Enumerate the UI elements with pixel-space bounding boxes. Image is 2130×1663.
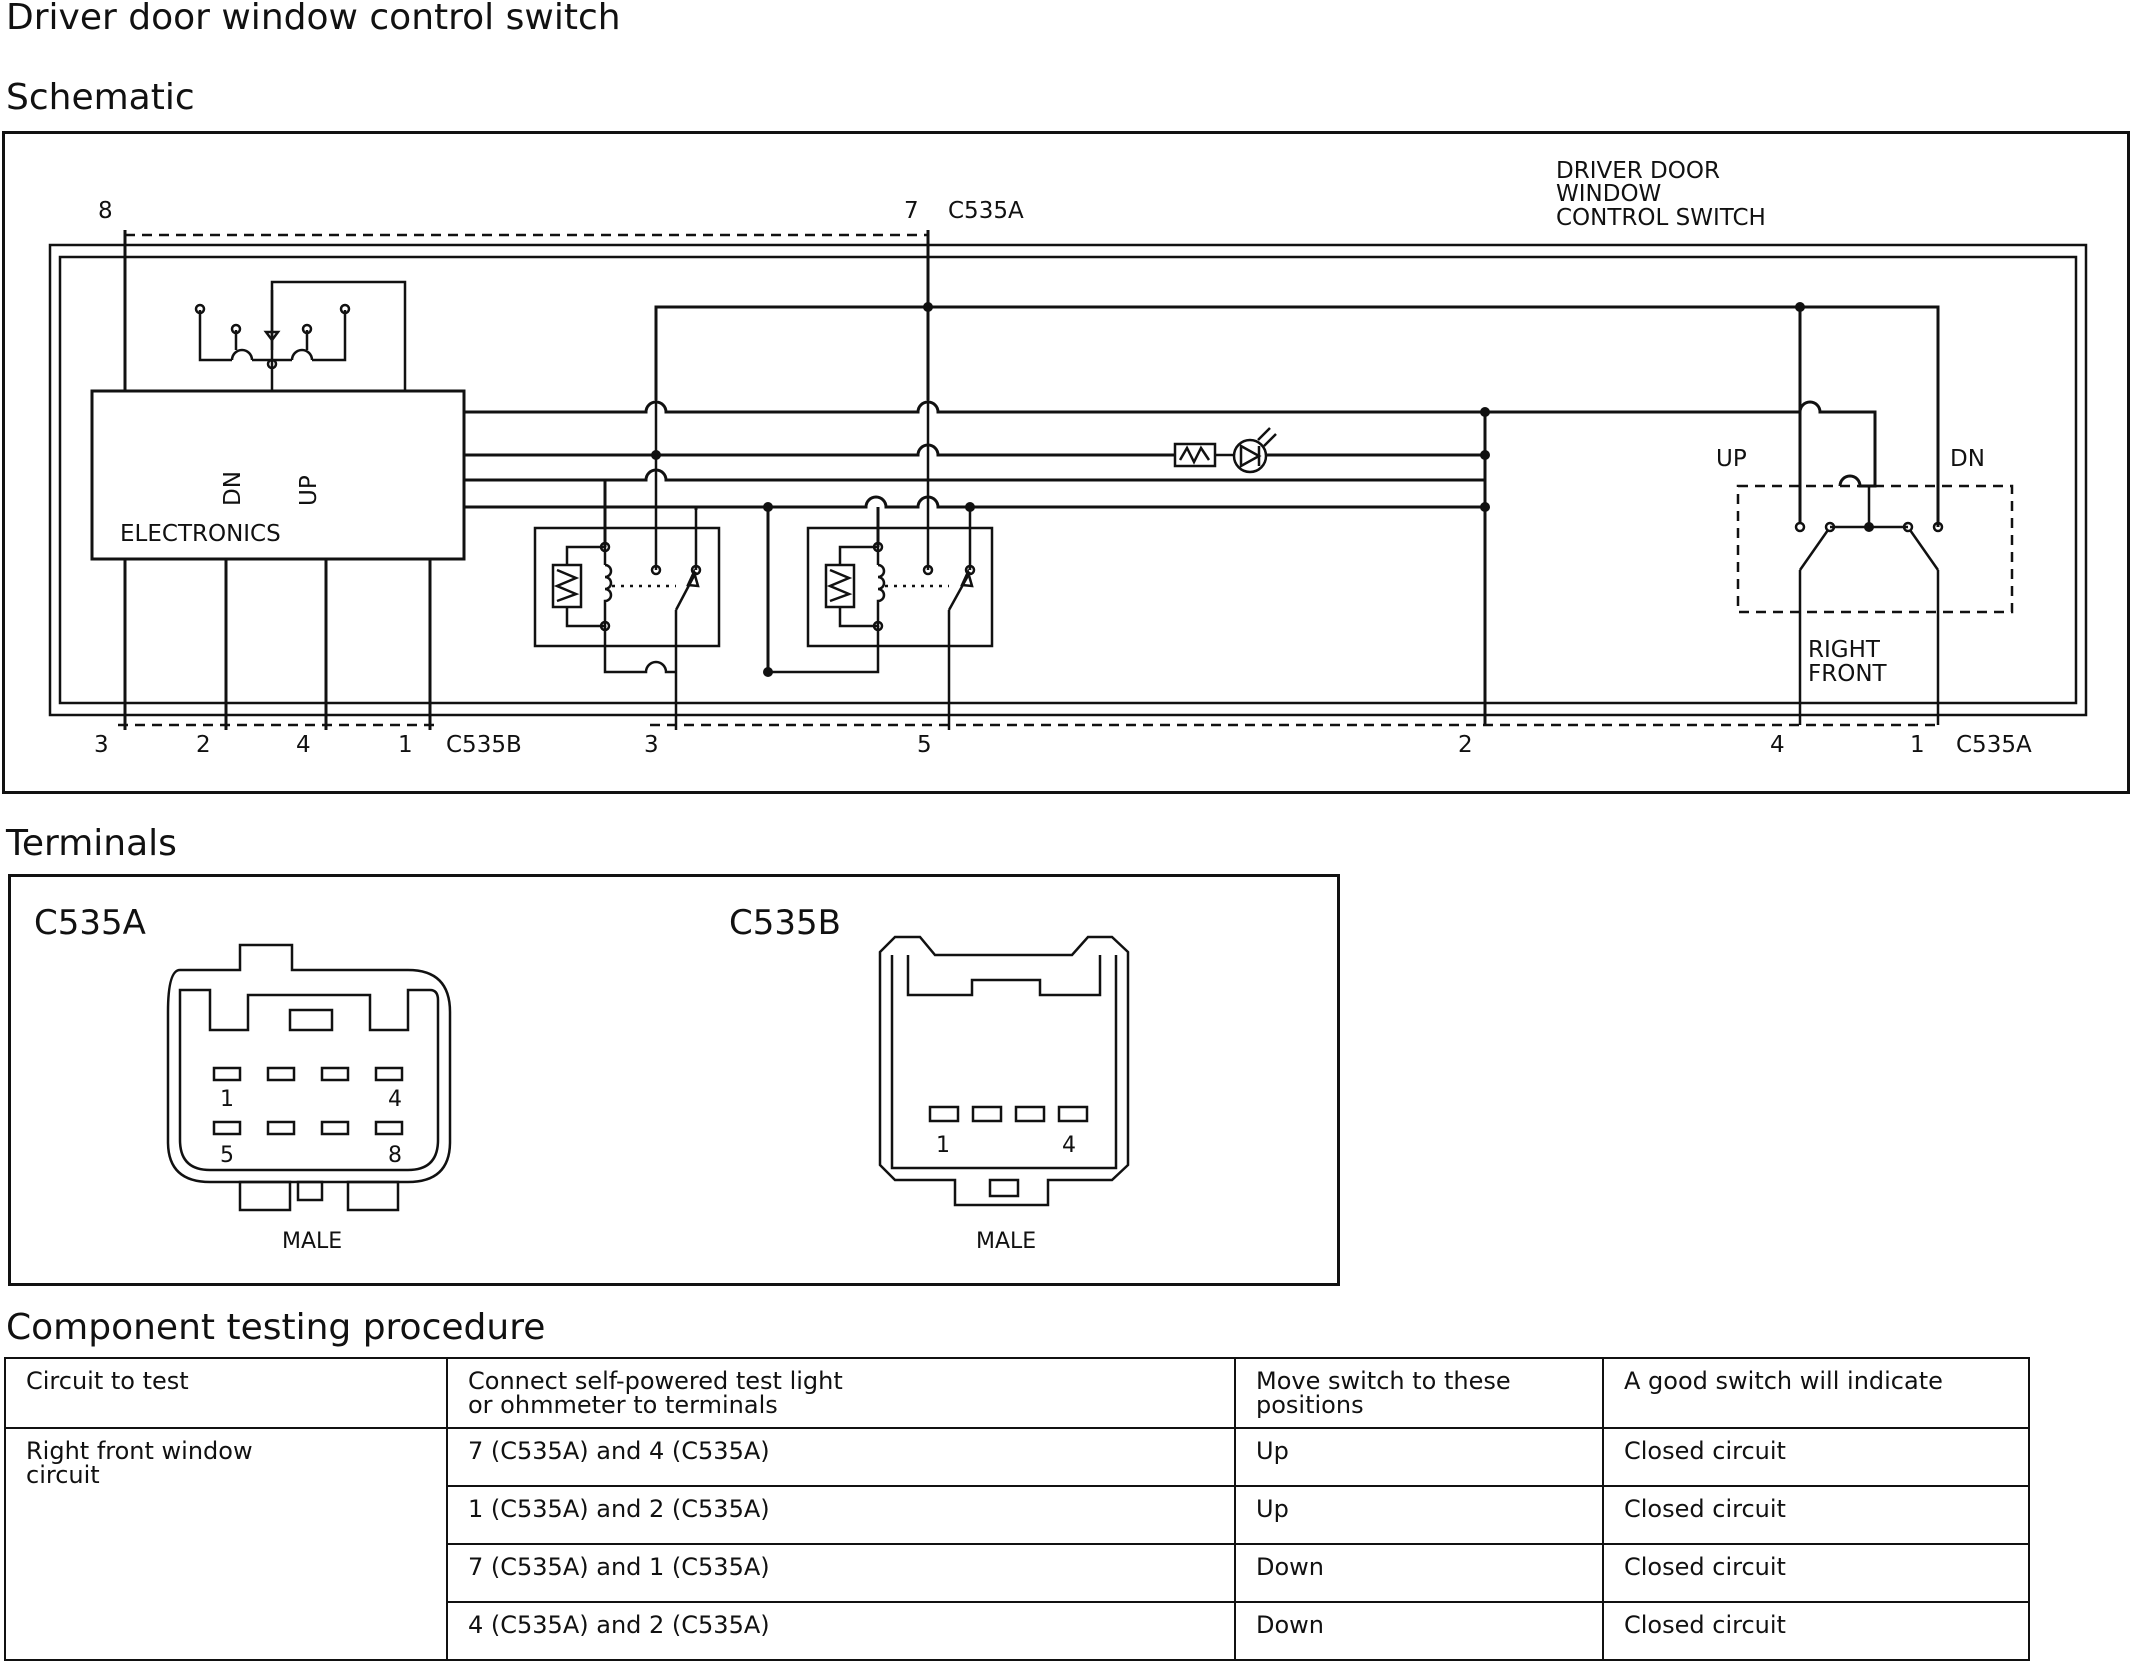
position-cell: Up xyxy=(1234,1485,1604,1545)
a-pin-4: 4 xyxy=(1770,732,1785,758)
right-front-switch-box xyxy=(1736,484,2014,614)
a-pin-1: 1 xyxy=(1910,732,1925,758)
result-cell: Closed circuit xyxy=(1602,1601,2030,1661)
b-pin-3: 3 xyxy=(94,732,109,758)
rf-dn-label: DN xyxy=(1950,446,1985,472)
b-pin-1: 1 xyxy=(398,732,413,758)
position-cell: Down xyxy=(1234,1601,1604,1661)
c535a-pin-5: 5 xyxy=(220,1143,234,1168)
table-row: Right front window circuit 7 (C535A) and… xyxy=(4,1427,2030,1661)
result-cell: Closed circuit xyxy=(1602,1427,2030,1487)
schematic-frame xyxy=(2,131,2130,794)
table-row: 4 (C535A) and 2 (C535A) Down Closed circ… xyxy=(5,1601,2030,1661)
testing-heading: Component testing procedure xyxy=(6,1307,546,1348)
a-connector-label: C535A xyxy=(1956,732,2032,758)
c535a-pin-8: 8 xyxy=(388,1143,402,1168)
c535a-pin-4: 4 xyxy=(388,1087,402,1112)
table-header-row: Circuit to test Connect self-powered tes… xyxy=(4,1357,2030,1429)
table-row: 7 (C535A) and 1 (C535A) Down Closed circ… xyxy=(5,1543,2030,1603)
schematic-heading: Schematic xyxy=(6,77,195,118)
terminals-cell: 7 (C535A) and 1 (C535A) xyxy=(446,1543,1236,1603)
terminals-cell: 7 (C535A) and 4 (C535A) xyxy=(446,1427,1236,1487)
terminals-heading: Terminals xyxy=(6,823,177,864)
c535a-title: C535A xyxy=(34,903,146,943)
b-pin-2: 2 xyxy=(196,732,211,758)
header-terminals: Connect self-powered test light or ohmme… xyxy=(446,1357,1236,1429)
up-label: UP xyxy=(296,475,322,506)
switch-housing-outer xyxy=(48,243,2088,717)
switch-label-2: WINDOW xyxy=(1556,181,1661,207)
terminals-frame xyxy=(8,874,1340,1286)
right-front-label-2: FRONT xyxy=(1808,661,1888,687)
top-connector-label: C535A xyxy=(948,198,1024,224)
b-connector-label: C535B xyxy=(446,732,522,758)
c535b-title: C535B xyxy=(729,903,841,943)
c535b-pin-1: 1 xyxy=(936,1133,950,1158)
position-cell: Up xyxy=(1234,1427,1604,1487)
relay-2 xyxy=(768,400,994,730)
c535b-gender: MALE xyxy=(976,1229,1036,1254)
b-pin-4: 4 xyxy=(296,732,311,758)
electronics-module xyxy=(90,389,466,561)
header-circuit: Circuit to test xyxy=(4,1357,448,1429)
right-front-switch xyxy=(1794,486,1944,725)
dn-label: DN xyxy=(220,471,246,506)
relay-1 xyxy=(533,400,721,730)
top-pin-8: 8 xyxy=(98,198,113,224)
position-cell: Down xyxy=(1234,1543,1604,1603)
circuit-cell: Right front window circuit xyxy=(4,1427,448,1661)
electronics-output-wires xyxy=(123,559,432,730)
c535a-pin-1: 1 xyxy=(220,1087,234,1112)
relay-coil-feeds xyxy=(603,480,880,547)
result-cell: Closed circuit xyxy=(1602,1543,2030,1603)
mode-switch xyxy=(194,280,407,391)
header-positions: Move switch to these positions xyxy=(1234,1357,1604,1429)
header-result: A good switch will indicate xyxy=(1602,1357,2030,1429)
illumination-led xyxy=(1173,427,1277,474)
wire-top-pins xyxy=(123,230,930,400)
rf-up-label: UP xyxy=(1716,446,1747,472)
page-title: Driver door window control switch xyxy=(6,0,621,38)
rf-junction xyxy=(1864,522,1874,532)
right-front-label-1: RIGHT xyxy=(1808,637,1881,663)
wire-junctions xyxy=(651,302,1805,677)
a-pin-3: 3 xyxy=(644,732,659,758)
result-cell: Closed circuit xyxy=(1602,1485,2030,1545)
switch-label-1: DRIVER DOOR xyxy=(1556,158,1720,184)
c535a-gender: MALE xyxy=(282,1229,342,1254)
a-pin-5: 5 xyxy=(917,732,932,758)
c535b-connector xyxy=(878,935,1130,1207)
top-pin-7: 7 xyxy=(904,198,919,224)
switch-label-3: CONTROL SWITCH xyxy=(1556,205,1766,231)
terminals-cell: 1 (C535A) and 2 (C535A) xyxy=(446,1485,1236,1545)
terminals-cell: 4 (C535A) and 2 (C535A) xyxy=(446,1601,1236,1661)
switch-housing-inner xyxy=(58,255,2078,705)
testing-table: Circuit to test Connect self-powered tes… xyxy=(4,1357,2030,1661)
main-wiring xyxy=(464,305,1940,725)
table-row: 1 (C535A) and 2 (C535A) Up Closed circui… xyxy=(5,1485,2030,1545)
a-pin-2: 2 xyxy=(1458,732,1473,758)
electronics-label: ELECTRONICS xyxy=(120,521,281,547)
c535a-connector xyxy=(166,943,452,1212)
c535b-pin-4: 4 xyxy=(1062,1133,1076,1158)
